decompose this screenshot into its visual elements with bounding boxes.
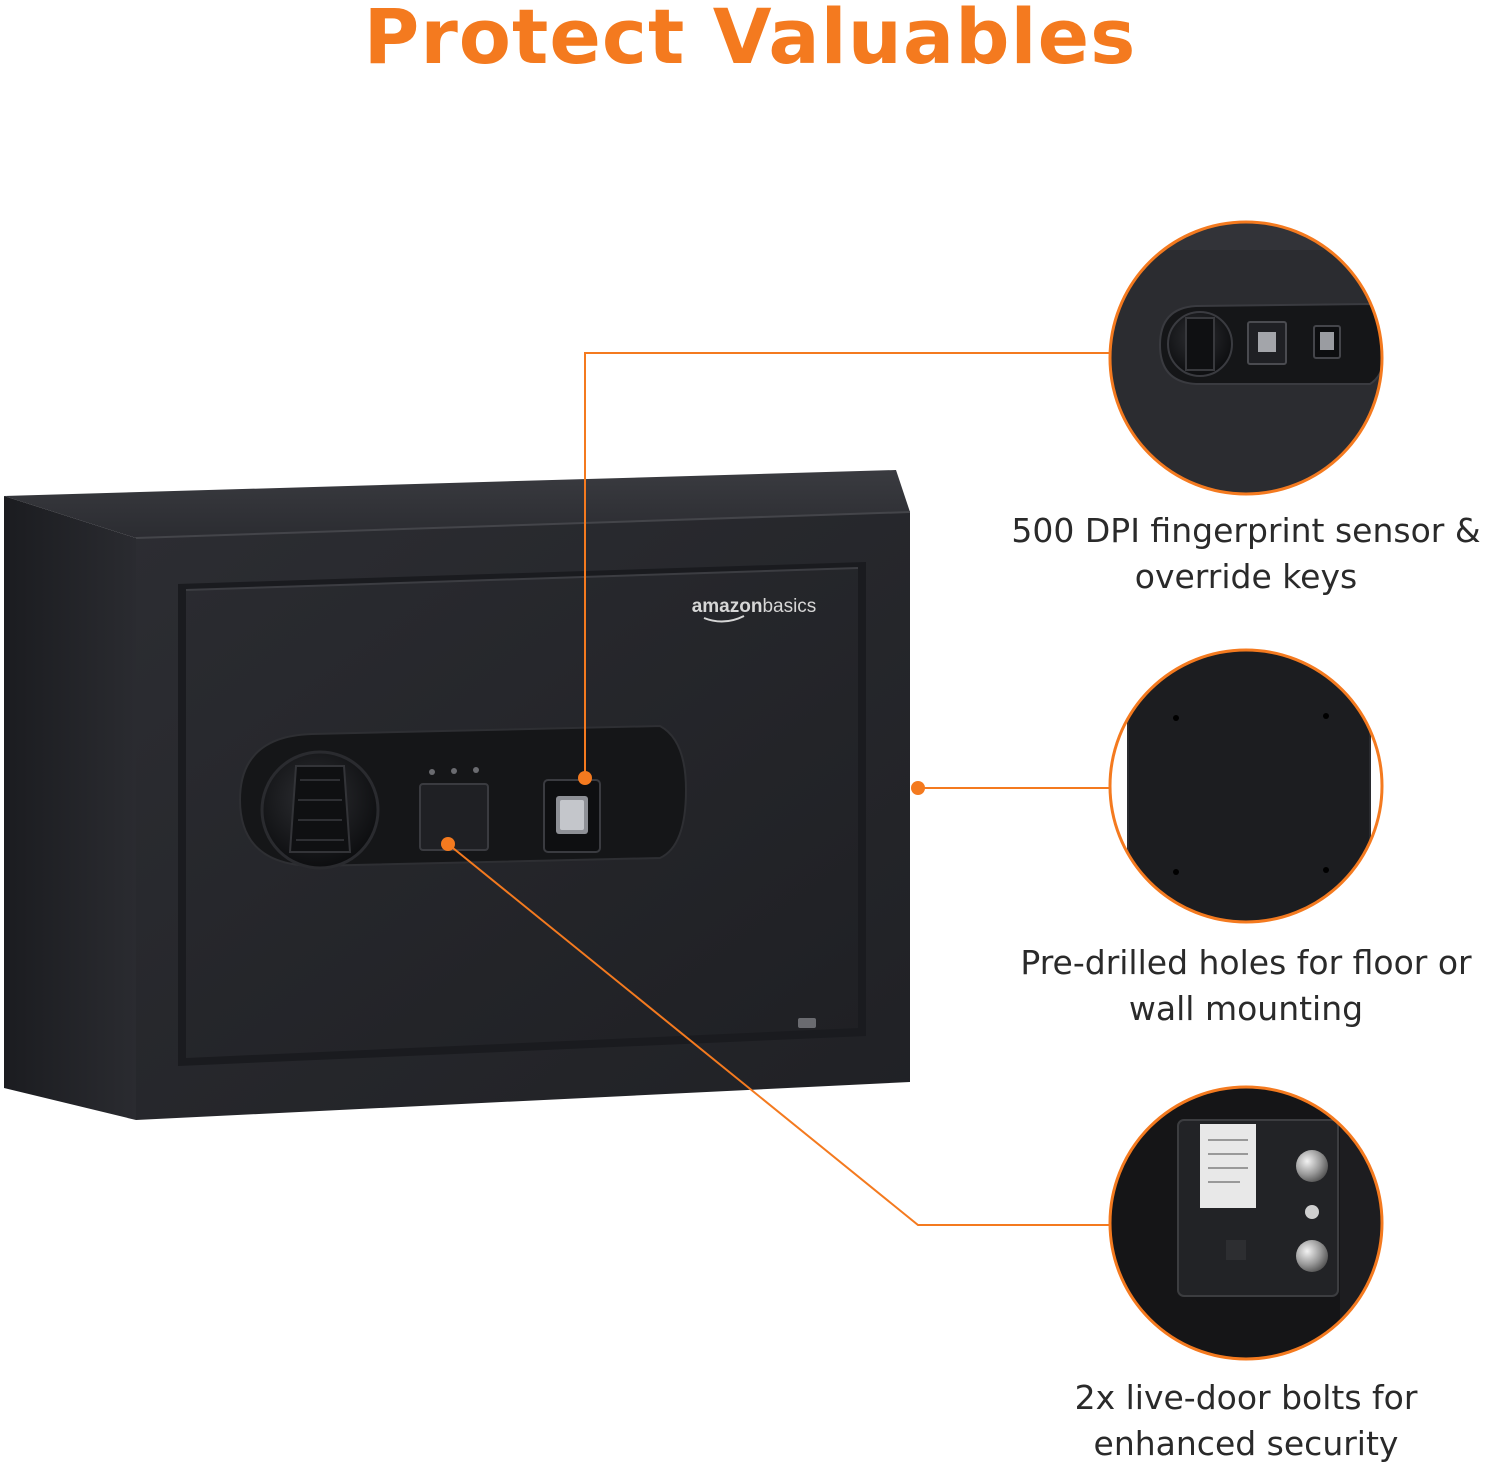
brand-logo: amazonbasics xyxy=(692,596,817,617)
feature-caption-fingerprint: 500 DPI fingerprint sensor & override ke… xyxy=(966,508,1500,600)
bolt-icon xyxy=(1296,1150,1328,1182)
mounting-holes-closeup-image xyxy=(1108,648,1384,924)
feature-caption-line: 2x live-door bolts for xyxy=(1074,1378,1418,1417)
keypad-closeup-image xyxy=(1108,220,1384,496)
callout-dot-bolts xyxy=(441,837,455,851)
feature-caption-line: 500 DPI fingerprint sensor & xyxy=(1011,511,1481,550)
feature-caption-line: wall mounting xyxy=(1128,989,1364,1028)
feature-caption-mounting: Pre-drilled holes for floor or wall moun… xyxy=(966,940,1500,1032)
feature-caption-line: Pre-drilled holes for floor or xyxy=(1020,943,1472,982)
door-bolts-closeup-image xyxy=(1108,1085,1384,1361)
bolt-icon xyxy=(1296,1240,1328,1272)
lock-panel xyxy=(238,724,688,870)
feature-caption-line: override keys xyxy=(1134,557,1358,596)
feature-caption-line: enhanced security xyxy=(1093,1424,1399,1463)
page-title: Protect Valuables xyxy=(363,0,1137,81)
safe-image: amazonbasics xyxy=(4,470,911,1120)
keyhole-cover-icon xyxy=(419,783,489,851)
callout-dot-fingerprint xyxy=(578,771,592,785)
callout-dot-mounting xyxy=(911,781,925,795)
callout-lines xyxy=(447,352,1110,1226)
feature-caption-bolts: 2x live-door bolts for enhanced security xyxy=(966,1375,1500,1467)
